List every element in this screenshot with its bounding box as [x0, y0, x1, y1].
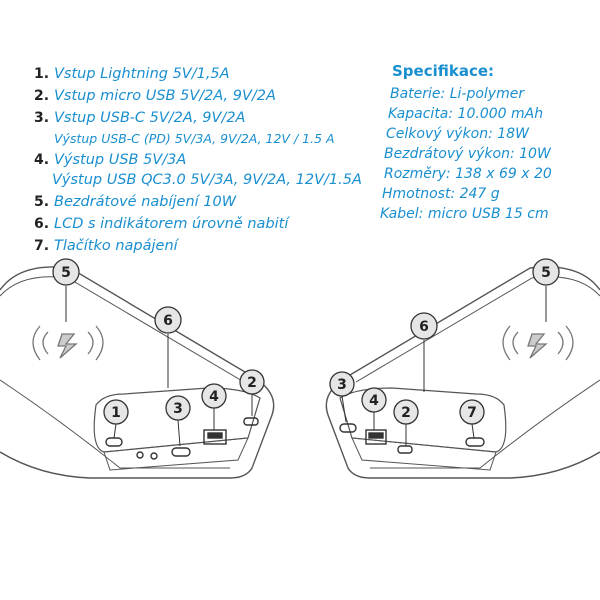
feature-2: 2.Vstup micro USB 5V/2A, 9V/2A [34, 88, 276, 104]
feature-number: 2. [34, 88, 50, 104]
feature-3: 3.Vstup USB-C 5V/2A, 9V/2A [34, 110, 245, 126]
callout-5-right: 5 [541, 265, 551, 281]
callout-6-left: 6 [163, 313, 173, 329]
usb-port-icon [105, 417, 259, 460]
feature-text: Tlačítko napájení [54, 238, 178, 254]
feature-number: 3. [34, 110, 50, 126]
feature-text: Vstup USB-C 5V/2A, 9V/2A [54, 110, 246, 126]
callout-5-left: 5 [61, 265, 71, 281]
feature-1: 1.Vstup Lightning 5V/1,5A [34, 66, 230, 82]
wireless-charging-icon-right [502, 325, 574, 361]
left-callouts: 5 6 1 3 4 2 [52, 258, 265, 447]
feature-4: 4.Výstup USB 5V/3A [34, 152, 186, 168]
micro-usb-port [243, 417, 259, 426]
callout-4-left: 4 [209, 389, 219, 405]
spec-row: Hmotnost: 247 g [382, 186, 500, 202]
right-callouts: 5 6 3 4 2 7 [329, 258, 560, 446]
lightning-port [105, 437, 123, 447]
feature-text: LCD s indikátorem úrovně nabití [54, 216, 289, 232]
feature-number: 1. [34, 66, 50, 82]
callout-3-left: 3 [173, 401, 183, 417]
feature-6: 6.LCD s indikátorem úrovně nabití [34, 216, 288, 232]
callout-7-right: 7 [467, 405, 477, 421]
feature-text: Výstup USB QC3.0 5V/3A, 9V/2A, 12V/1.5A [52, 172, 362, 188]
spec-row: Bezdrátový výkon: 10W [384, 146, 551, 162]
feature-number: 6. [34, 216, 50, 232]
usb-port-icon-right [339, 423, 485, 454]
lcd-panel [93, 387, 261, 453]
feature-number: 4. [34, 152, 50, 168]
feature-text: Bezdrátové nabíjení 10W [54, 194, 237, 210]
feature-4-sub: Výstup USB QC3.0 5V/3A, 9V/2A, 12V/1.5A [52, 172, 362, 188]
feature-text: Vstup Lightning 5V/1,5A [54, 66, 230, 82]
feature-number: 5. [34, 194, 50, 210]
spec-title: Specifikace: [392, 62, 495, 80]
callout-1-left: 1 [111, 405, 121, 421]
spec-row: Baterie: Li-polymer [390, 86, 525, 102]
usb-c-port [171, 447, 191, 457]
usb-a-port-right [365, 429, 387, 445]
lcd-panel-right [339, 387, 507, 453]
powerbank-left-outline [0, 266, 275, 479]
spec-row: Celkový výkon: 18W [386, 126, 529, 142]
feature-5: 5.Bezdrátové nabíjení 10W [34, 194, 236, 210]
spec-row: Kapacita: 10.000 mAh [388, 106, 544, 122]
feature-text: Výstup USB 5V/3A [54, 152, 187, 168]
powerbank-right-outline [325, 266, 600, 479]
callout-3-right: 3 [337, 377, 347, 393]
feature-text: Vstup micro USB 5V/2A, 9V/2A [54, 88, 276, 104]
usb-a-port [203, 429, 227, 445]
spec-row: Kabel: micro USB 15 cm [380, 206, 549, 222]
micro-usb-port-right [397, 445, 413, 454]
powerbank-left [0, 266, 275, 479]
usb-c-port-right [339, 423, 357, 433]
wireless-charging-icon [32, 325, 104, 361]
callout-2-right: 2 [401, 405, 411, 421]
callout-2-left: 2 [247, 375, 257, 391]
callout-4-right: 4 [369, 393, 379, 409]
callout-6-right: 6 [419, 319, 429, 335]
feature-7: 7.Tlačítko napájení [34, 238, 178, 254]
power-button [465, 437, 485, 447]
feature-3-sub: Výstup USB-C (PD) 5V/3A, 9V/2A, 12V / 1.… [54, 131, 335, 146]
powerbank-right [325, 266, 600, 479]
spec-row: Rozměry: 138 x 69 x 20 [384, 166, 552, 182]
feature-number: 7. [34, 238, 50, 254]
